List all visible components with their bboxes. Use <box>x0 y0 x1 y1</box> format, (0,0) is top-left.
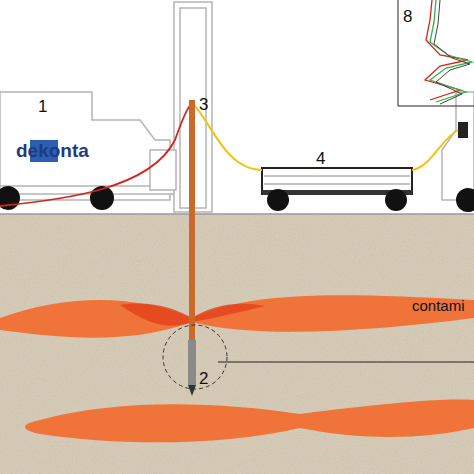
callout-number: 3 <box>199 96 208 113</box>
detail-circle <box>163 325 227 389</box>
callout-number: 1 <box>38 98 47 115</box>
callout-number: 4 <box>316 150 325 167</box>
log-graph <box>398 0 474 106</box>
trailer <box>262 168 412 194</box>
trailer-line <box>264 184 410 185</box>
drill-rod <box>189 100 195 372</box>
sensor-truck <box>442 92 474 200</box>
trailer-line <box>264 176 410 177</box>
callout-number: 8 <box>403 8 412 25</box>
probe-tip <box>188 385 196 396</box>
wheel <box>267 189 289 211</box>
wheel <box>456 188 474 212</box>
connector <box>458 122 468 138</box>
soil-texture <box>0 214 474 474</box>
contamination-plume <box>0 295 474 337</box>
ground-line <box>0 213 474 215</box>
yellow-cable <box>412 130 458 170</box>
yellow-cable <box>193 104 262 170</box>
company-logo: dekonta <box>16 141 89 160</box>
soil <box>0 214 474 474</box>
truck <box>0 2 212 212</box>
leader-line <box>218 362 474 363</box>
red-cable <box>0 104 191 206</box>
wheel <box>385 189 407 211</box>
callout-number: 2 <box>199 370 208 387</box>
contamination-plume <box>25 400 474 443</box>
area-label: contami <box>412 298 465 313</box>
probe <box>188 340 196 385</box>
